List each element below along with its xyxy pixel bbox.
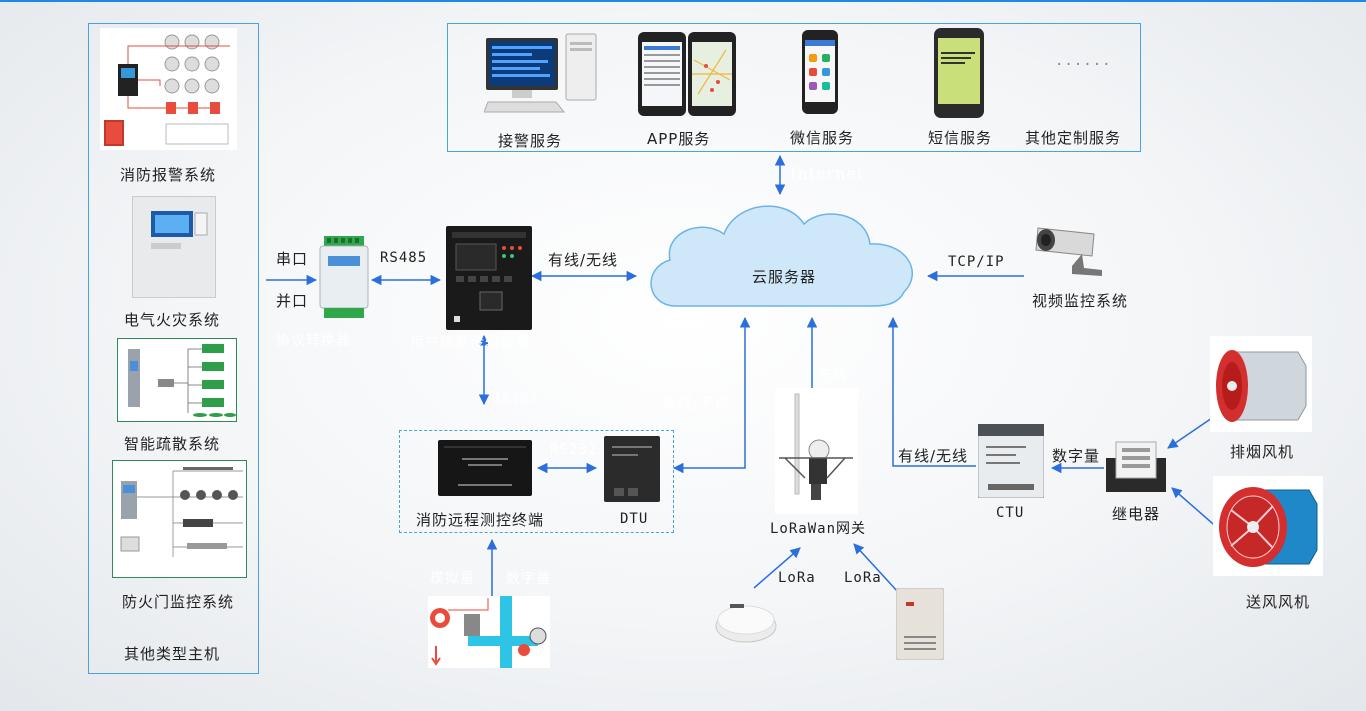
protocol-converter-icon <box>318 236 370 322</box>
label-fire-door-system: 防火门监控系统 <box>122 593 235 611</box>
cloud-server-icon <box>636 188 928 326</box>
link-label-internet: Internet <box>790 164 865 183</box>
fire-door-monitoring-image <box>112 460 247 578</box>
remote-terminal-group <box>399 430 674 533</box>
ctu-icon <box>977 423 1045 502</box>
label-electrical-fire-system: 电气火灾系统 <box>124 311 221 329</box>
label-other-hosts: 其他类型主机 <box>124 645 221 663</box>
link-label-rs485-b: RS485 <box>492 391 540 407</box>
device-label-video: 视频监控系统 <box>1032 292 1129 310</box>
link-label-serial: 串口 <box>276 250 309 268</box>
link-label-wired-wireless-3: 有线/无线 <box>898 447 969 465</box>
electrical-fire-cabinet-image <box>132 196 216 298</box>
service-label-wechat: 微信服务 <box>790 129 855 147</box>
sms-phone-icon <box>934 28 984 122</box>
cctv-camera-icon <box>1032 214 1114 284</box>
supply-air-fan-image <box>1213 476 1323 576</box>
service-label-custom: 其他定制服务 <box>1025 129 1122 147</box>
service-label-alarm: 接警服务 <box>498 132 563 150</box>
smoke-exhaust-fan-image <box>1210 336 1312 432</box>
device-label-remote-terminal: 消防远程测控终端 <box>416 511 545 529</box>
device-label-lorawan: LoRaWan网关 <box>770 521 867 537</box>
link-label-wired-wireless-1: 有线/无线 <box>548 251 619 269</box>
link-label-digital-2: 数字量 <box>506 571 551 587</box>
mobile-app-phones-icon <box>636 30 740 124</box>
gas-detector-icon <box>895 587 945 664</box>
service-label-app: APP服务 <box>647 130 711 148</box>
device-label-transmitter: 用户信息传输装置 <box>410 335 530 351</box>
services-panel <box>447 23 1141 152</box>
device-label-smoke-fan: 排烟风机 <box>1230 443 1295 461</box>
link-label-rs485-a: RS485 <box>380 250 428 266</box>
water-pipe-sensors-image <box>428 596 550 668</box>
device-label-ctu: CTU <box>996 505 1025 521</box>
dtu-icon <box>604 436 660 506</box>
device-label-relay: 继电器 <box>1112 505 1161 523</box>
workstation-icon <box>483 32 602 120</box>
top-border-line <box>0 0 1366 2</box>
link-label-lora-1: LoRa <box>778 570 816 586</box>
remote-terminal-icon <box>438 440 532 500</box>
device-label-dtu: DTU <box>620 511 649 527</box>
device-label-supply-fan: 送风风机 <box>1246 593 1311 611</box>
relay-icon <box>1106 440 1170 502</box>
lorawan-gateway-image <box>775 388 858 514</box>
link-label-lora-2: LoRa <box>844 570 882 586</box>
wechat-phone-icon <box>802 30 838 118</box>
label-evacuation-system: 智能疏散系统 <box>124 435 221 453</box>
evacuation-diagram-image <box>117 338 237 422</box>
fire-alarm-diagram-image <box>100 28 237 150</box>
service-label-sms: 短信服务 <box>928 129 993 147</box>
smoke-detector-icon <box>714 590 778 654</box>
link-label-rs232: RS232 <box>550 442 598 458</box>
user-info-transmitter-icon <box>446 226 532 334</box>
link-label-wireless: 无线 <box>818 368 848 384</box>
link-label-digital-1: 数字量 <box>1052 447 1101 465</box>
link-label-wired-wireless-2: 有线/无线 <box>661 394 732 412</box>
subsystems-panel <box>88 23 259 674</box>
services-ellipsis: ...... <box>1055 53 1112 69</box>
cloud-server-label: 云服务器 <box>752 268 817 286</box>
link-label-analog: 模拟量 <box>430 571 475 587</box>
link-label-tcpip: TCP/IP <box>948 254 1005 270</box>
device-label-converter: 协议转换器 <box>276 333 351 349</box>
label-fire-alarm-system: 消防报警系统 <box>120 166 217 184</box>
link-label-parallel: 并口 <box>276 292 309 310</box>
